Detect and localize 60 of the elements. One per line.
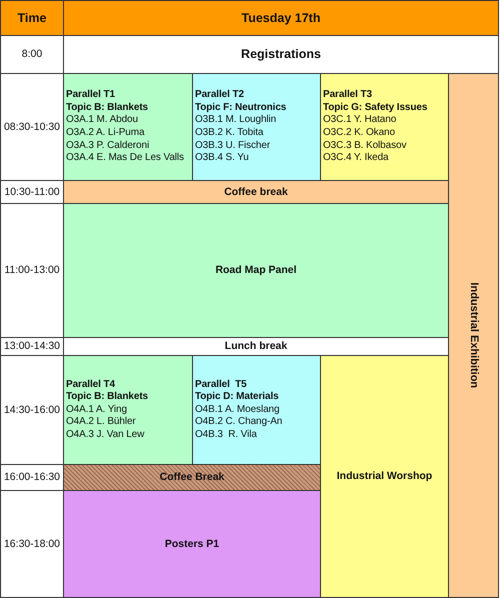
session-title: Road Map Panel xyxy=(215,264,297,277)
session-block xyxy=(63,464,321,491)
session-block xyxy=(63,490,321,598)
talk-entry: O3A.1 M. Abdou xyxy=(66,114,138,127)
talk-entry: O3C.4 Y. Ikeda xyxy=(323,152,388,165)
session-title: Industrial Exhibition xyxy=(467,282,480,388)
talk-entry: O3B.2 K. Tobita xyxy=(195,127,264,140)
session-name: Parallel T2 xyxy=(195,89,244,102)
session-title: Coffee Break xyxy=(160,471,224,484)
header-text: Time xyxy=(18,12,46,24)
session-title: Registrations xyxy=(241,48,321,61)
session-name: Parallel T3 xyxy=(323,89,372,102)
session-block xyxy=(63,355,193,465)
session-title: Lunch break xyxy=(224,340,288,353)
talk-entry: O3A.2 A. Li-Puma xyxy=(66,127,144,140)
session-block xyxy=(192,73,321,181)
time-text: 10:30-11:00 xyxy=(4,186,60,198)
time-text: 08:30-10:30 xyxy=(4,120,60,134)
topic-title: Topic D: Materials xyxy=(195,391,279,404)
topic-title: Topic G: Safety Issues xyxy=(323,102,428,114)
topic-title: Topic B: Blankets xyxy=(66,102,148,114)
session-block xyxy=(63,73,193,181)
talk-entry: O3B.3 U. Fischer xyxy=(195,140,270,152)
talk-entry: O4A.3 J. Van Lew xyxy=(66,428,144,442)
time-cell xyxy=(0,490,64,598)
talk-entry: O3A.4 E. Mas De Les Valls xyxy=(66,152,184,165)
session-block xyxy=(63,180,449,204)
session-block xyxy=(192,355,321,465)
talk-entry: O4B.1 A. Moeslang xyxy=(195,404,280,416)
talk-entry: O4A.2 L. Bühler xyxy=(66,416,136,429)
time-text: 8:00 xyxy=(22,48,42,61)
header-cell xyxy=(0,0,64,36)
time-text: 16:00-16:30 xyxy=(4,471,60,484)
topic-title: Topic B: Blankets xyxy=(66,391,148,404)
talk-entry: O4A.1 A. Ying xyxy=(66,404,127,416)
time-text: 14:30-16:00 xyxy=(4,404,60,416)
session-title: Posters P1 xyxy=(164,538,220,550)
session-name: Parallel T4 xyxy=(66,378,115,392)
talk-entry: O3C.3 B. Kolbasov xyxy=(323,140,406,152)
talk-entry: O4B.2 C. Chang-An xyxy=(195,416,282,429)
header-text: Tuesday 17th xyxy=(242,12,320,24)
session-title: Industrial Worshop xyxy=(336,470,432,483)
session-block xyxy=(320,355,449,598)
session-block xyxy=(448,73,499,598)
header-cell xyxy=(63,0,499,36)
topic-title: Topic F: Neutronics xyxy=(195,102,286,114)
talk-entry: O3A.3 P. Calderoni xyxy=(66,140,150,152)
talk-entry: O3B.4 S. Yu xyxy=(195,152,249,165)
time-text: 16:30-18:00 xyxy=(4,538,60,550)
talk-entry: O3C.2 K. Okano xyxy=(323,127,395,140)
session-name: Parallel T1 xyxy=(66,89,115,102)
session-block xyxy=(320,73,449,181)
time-text: 11:00-13:00 xyxy=(4,264,60,277)
talk-entry: O3C.1 Y. Hatano xyxy=(323,114,396,127)
session-block xyxy=(63,203,449,338)
time-text: 13:00-14:30 xyxy=(4,340,60,353)
session-title: Coffee break xyxy=(224,186,288,198)
talk-entry: O4B.3 R. Vila xyxy=(195,428,257,442)
session-name: Parallel T5 xyxy=(195,378,247,392)
talk-entry: O3B.1 M. Loughlin xyxy=(195,114,276,127)
